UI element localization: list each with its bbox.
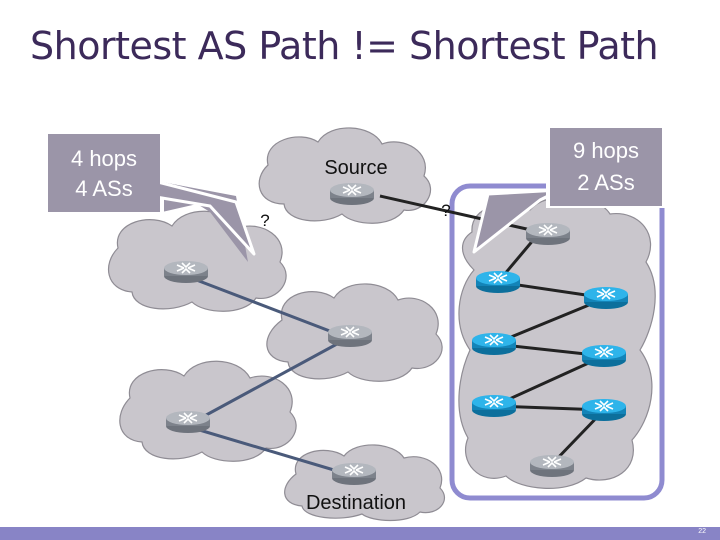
transit-entry-router [525,222,571,246]
transit-router-3 [471,332,517,356]
callout-right-line1: 9 hops [573,138,639,163]
left-bottom-as-cloud [119,360,297,462]
short-path-links [185,274,355,478]
slide-title: Shortest AS Path != Shortest Path [30,24,659,68]
source-label: Source [324,157,387,179]
source-as-cloud [258,127,431,224]
source-router [329,182,375,206]
question-left: ? [260,211,269,230]
callout-right-line2: 2 ASs [577,170,634,195]
transit-exit-router [529,454,575,478]
middle-router [327,324,373,348]
transit-router-2 [583,286,629,310]
slide-number: 22 [698,528,706,535]
transit-router-5 [471,394,517,418]
transit-router-1 [475,270,521,294]
left-bottom-router [165,410,211,434]
callout-left-line2: 4 ASs [75,176,132,201]
transit-router-4 [581,344,627,368]
question-right: ? [441,201,450,220]
footer-bar [0,527,720,540]
callout-left [44,130,256,262]
callout-right [472,124,666,254]
transit-router-6 [581,398,627,422]
destination-label: Destination [306,492,406,514]
destination-router [331,462,377,486]
left-top-router [163,260,209,284]
callout-left-line1: 4 hops [71,146,137,171]
